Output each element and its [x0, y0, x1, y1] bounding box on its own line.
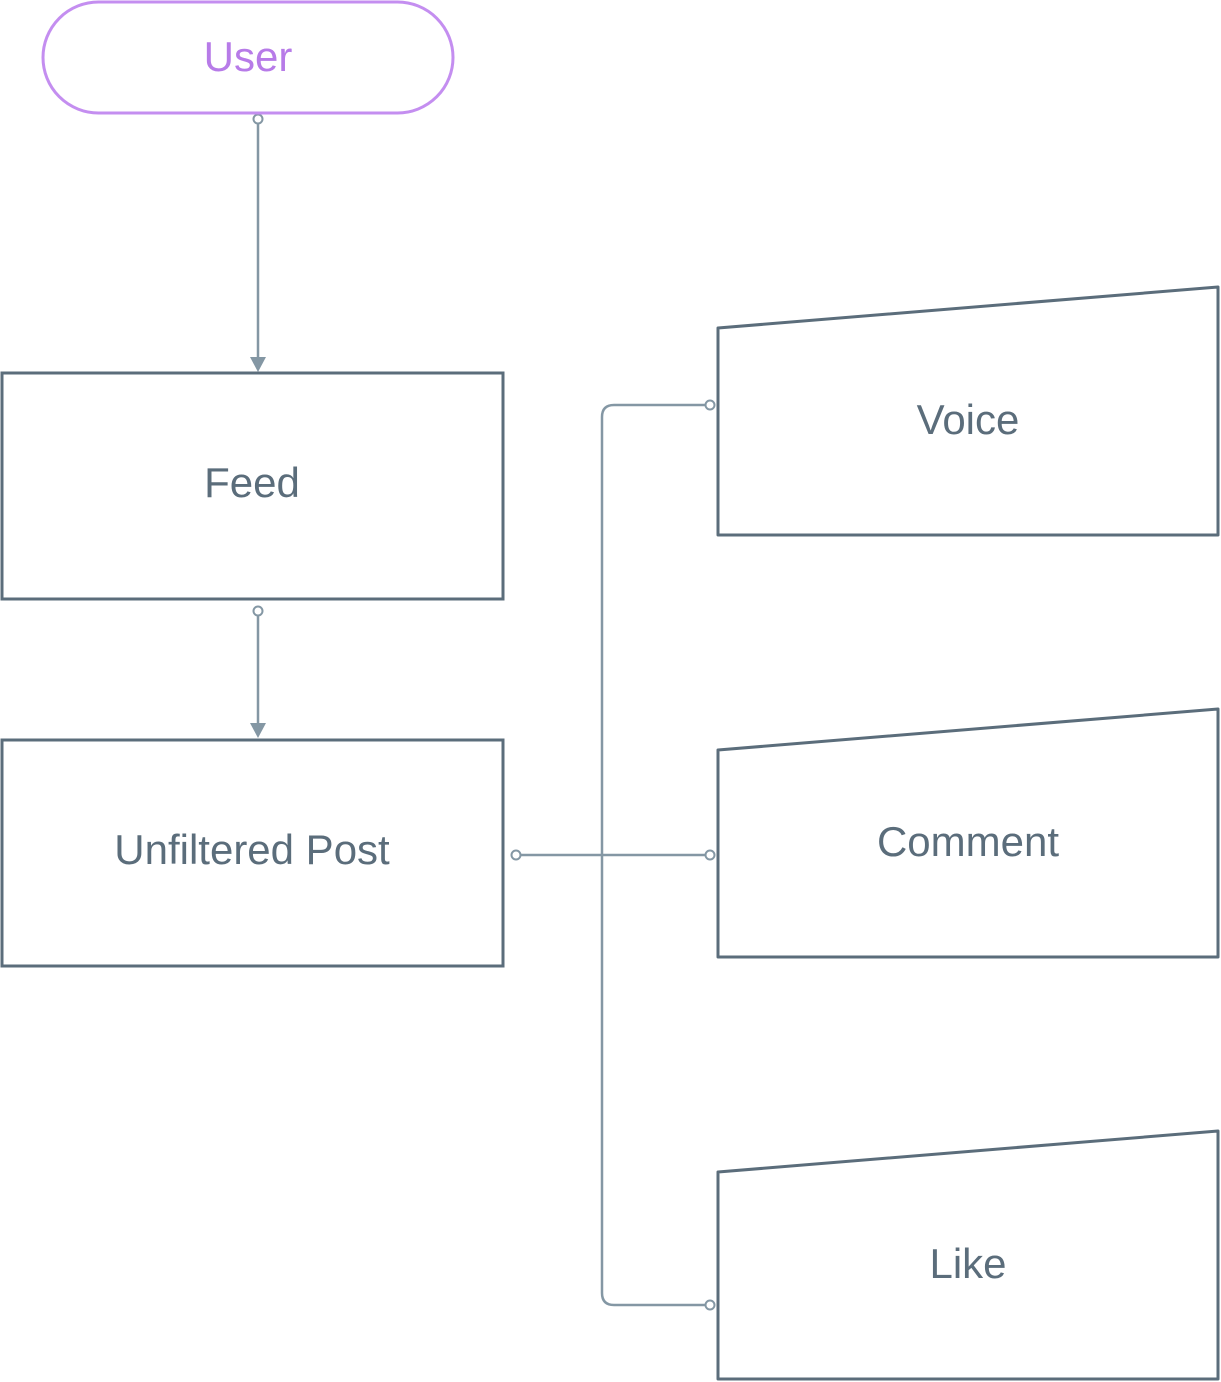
node-feed[interactable]: Feed — [0, 371, 505, 601]
node-like-label: Like — [929, 1240, 1006, 1287]
connector-port — [252, 113, 264, 125]
edge-user-to-feed — [250, 113, 266, 372]
node-user-label: User — [204, 33, 293, 80]
connector-port — [704, 399, 716, 411]
edge-line-to-like — [600, 855, 705, 1307]
terminal-shape — [41, 0, 455, 115]
node-feed-label: Feed — [204, 459, 300, 506]
process-shape — [0, 371, 505, 601]
node-voice[interactable]: Voice — [716, 285, 1220, 537]
edge-unfiltered-post-to-actions — [510, 399, 716, 1311]
manual-input-shape — [716, 707, 1220, 959]
node-like[interactable]: Like — [716, 1129, 1220, 1381]
node-comment[interactable]: Comment — [716, 707, 1220, 959]
manual-input-shape — [716, 285, 1220, 537]
connector-port — [510, 849, 522, 861]
manual-input-shape — [716, 1129, 1220, 1381]
connector-port — [252, 605, 264, 617]
edge-line-to-voice — [516, 403, 705, 857]
node-user[interactable]: User — [41, 0, 455, 115]
arrowhead — [250, 357, 266, 372]
connector-port — [704, 1299, 716, 1311]
process-shape — [0, 738, 505, 968]
node-voice-label: Voice — [917, 396, 1020, 443]
node-comment-label: Comment — [877, 818, 1059, 865]
node-unfiltered-post-label: Unfiltered Post — [114, 826, 390, 873]
connector-port — [704, 849, 716, 861]
arrowhead — [250, 723, 266, 738]
node-unfiltered-post[interactable]: Unfiltered Post — [0, 738, 505, 968]
edge-feed-to-unfiltered-post — [250, 605, 266, 738]
